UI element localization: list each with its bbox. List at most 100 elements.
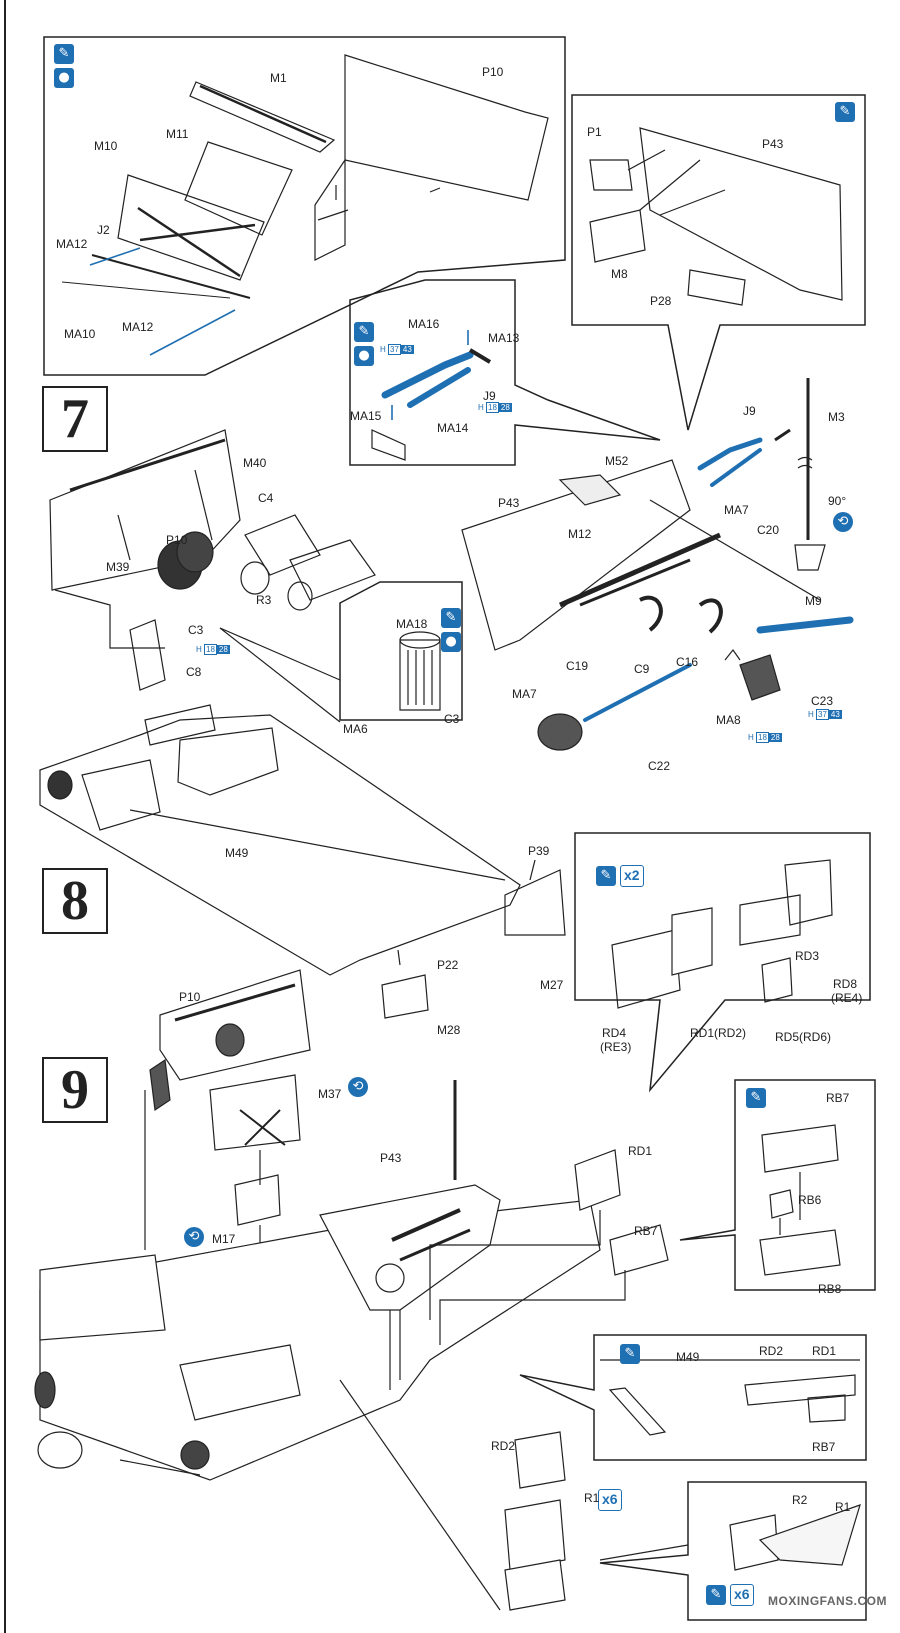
part-label: C9 xyxy=(634,662,650,676)
glue-icon: ✎ xyxy=(746,1088,766,1108)
part-label: RD4 xyxy=(602,1026,627,1040)
part-label: RD1(RD2) xyxy=(690,1026,747,1040)
part-label: RD3 xyxy=(795,949,820,963)
part-label: R1 xyxy=(835,1500,851,1514)
part-label: C3 xyxy=(444,712,460,726)
part-label: M40 xyxy=(243,456,267,470)
step-number-8: 8 xyxy=(42,868,108,934)
part-label: RB7 xyxy=(812,1440,836,1454)
step-number-7: 7 xyxy=(42,386,108,452)
part-label: MA14 xyxy=(437,421,469,435)
part-label: J9 xyxy=(743,404,756,418)
glue-icon: ✎ xyxy=(835,102,855,122)
part-label: P10 xyxy=(482,65,504,79)
part-label: C3 xyxy=(188,623,204,637)
paint-icon: ● xyxy=(354,346,374,366)
part-label: C4 xyxy=(258,491,274,505)
part-label: M52 xyxy=(605,454,629,468)
part-label: (RE4) xyxy=(831,991,863,1005)
part-label: C19 xyxy=(566,659,589,673)
part-label: RB8 xyxy=(818,1282,842,1296)
page-left-rule xyxy=(4,0,6,1633)
glue-icon: ✎ xyxy=(54,44,74,64)
part-label: M39 xyxy=(106,560,130,574)
part-label: RD2 xyxy=(491,1439,516,1453)
part-label: RD1 xyxy=(812,1344,837,1358)
part-label: RD1 xyxy=(628,1144,653,1158)
part-label: MA18 xyxy=(396,617,428,631)
multiplier-x6: x6 xyxy=(730,1584,754,1606)
glue-icon: ✎ xyxy=(596,866,616,886)
part-label: C16 xyxy=(676,655,699,669)
part-label: P10 xyxy=(166,533,188,547)
glue-icon: ✎ xyxy=(706,1585,726,1605)
part-label: MA12 xyxy=(56,237,88,251)
part-label: R2 xyxy=(792,1493,808,1507)
glue-icon: ✎ xyxy=(354,322,374,342)
multiplier-x2: x2 xyxy=(620,865,644,887)
part-label: RD5(RD6) xyxy=(775,1030,832,1044)
part-label: MA13 xyxy=(488,331,520,345)
part-label: RB7 xyxy=(634,1224,658,1238)
part-label: MA15 xyxy=(350,409,382,423)
part-label: P22 xyxy=(437,958,459,972)
part-label: R3 xyxy=(256,593,272,607)
part-label: C22 xyxy=(648,759,671,773)
part-label: MA7 xyxy=(512,687,537,701)
part-label: P1 xyxy=(587,125,602,139)
part-label: RB6 xyxy=(798,1193,822,1207)
glue-icon: ✎ xyxy=(620,1344,640,1364)
part-label: J2 xyxy=(97,223,110,237)
part-label: RD8 xyxy=(833,977,858,991)
part-label: C20 xyxy=(757,523,780,537)
part-label: M49 xyxy=(225,846,249,860)
part-label: MA12 xyxy=(122,320,154,334)
part-label: M3 xyxy=(828,410,845,424)
part-label: RB7 xyxy=(826,1091,850,1105)
part-label: MA6 xyxy=(343,722,368,736)
part-label: MA8 xyxy=(716,713,741,727)
part-label: M10 xyxy=(94,139,118,153)
part-label: P43 xyxy=(380,1151,402,1165)
part-label: M9 xyxy=(805,594,822,608)
part-label: C8 xyxy=(186,665,202,679)
part-label: P28 xyxy=(650,294,672,308)
part-label: M12 xyxy=(568,527,592,541)
part-label: P10 xyxy=(179,990,201,1004)
part-label: RD2 xyxy=(759,1344,784,1358)
part-label: MA10 xyxy=(64,327,96,341)
part-label: MA7 xyxy=(724,503,749,517)
multiplier-x6: x6 xyxy=(598,1489,622,1511)
part-label: M49 xyxy=(676,1350,700,1364)
glue-icon: ✎ xyxy=(441,608,461,628)
step-number-9: 9 xyxy=(42,1057,108,1123)
part-label: R1 xyxy=(584,1491,600,1505)
rotate-icon: ⟲ xyxy=(184,1227,204,1247)
rotate-icon: ⟲ xyxy=(833,512,853,532)
paint-icon: ● xyxy=(441,632,461,652)
part-label: M17 xyxy=(212,1232,236,1246)
part-label: P39 xyxy=(528,844,550,858)
part-label: M28 xyxy=(437,1023,461,1037)
part-label: M8 xyxy=(611,267,628,281)
part-label: P43 xyxy=(498,496,520,510)
rotate-degrees: 90° xyxy=(828,494,847,508)
part-label: (RE3) xyxy=(600,1040,632,1054)
rotate-icon: ⟲ xyxy=(348,1077,368,1097)
part-label: M37 xyxy=(318,1087,342,1101)
part-label: M11 xyxy=(166,127,189,141)
part-label: MA16 xyxy=(408,317,440,331)
watermark: MOXINGFANS.COM xyxy=(768,1594,888,1608)
paint-icon: ● xyxy=(54,68,74,88)
part-label: M1 xyxy=(270,71,287,85)
part-label: P43 xyxy=(762,137,784,151)
part-label: C23 xyxy=(811,694,834,708)
part-label: J9 xyxy=(483,389,496,403)
part-label: M27 xyxy=(540,978,564,992)
